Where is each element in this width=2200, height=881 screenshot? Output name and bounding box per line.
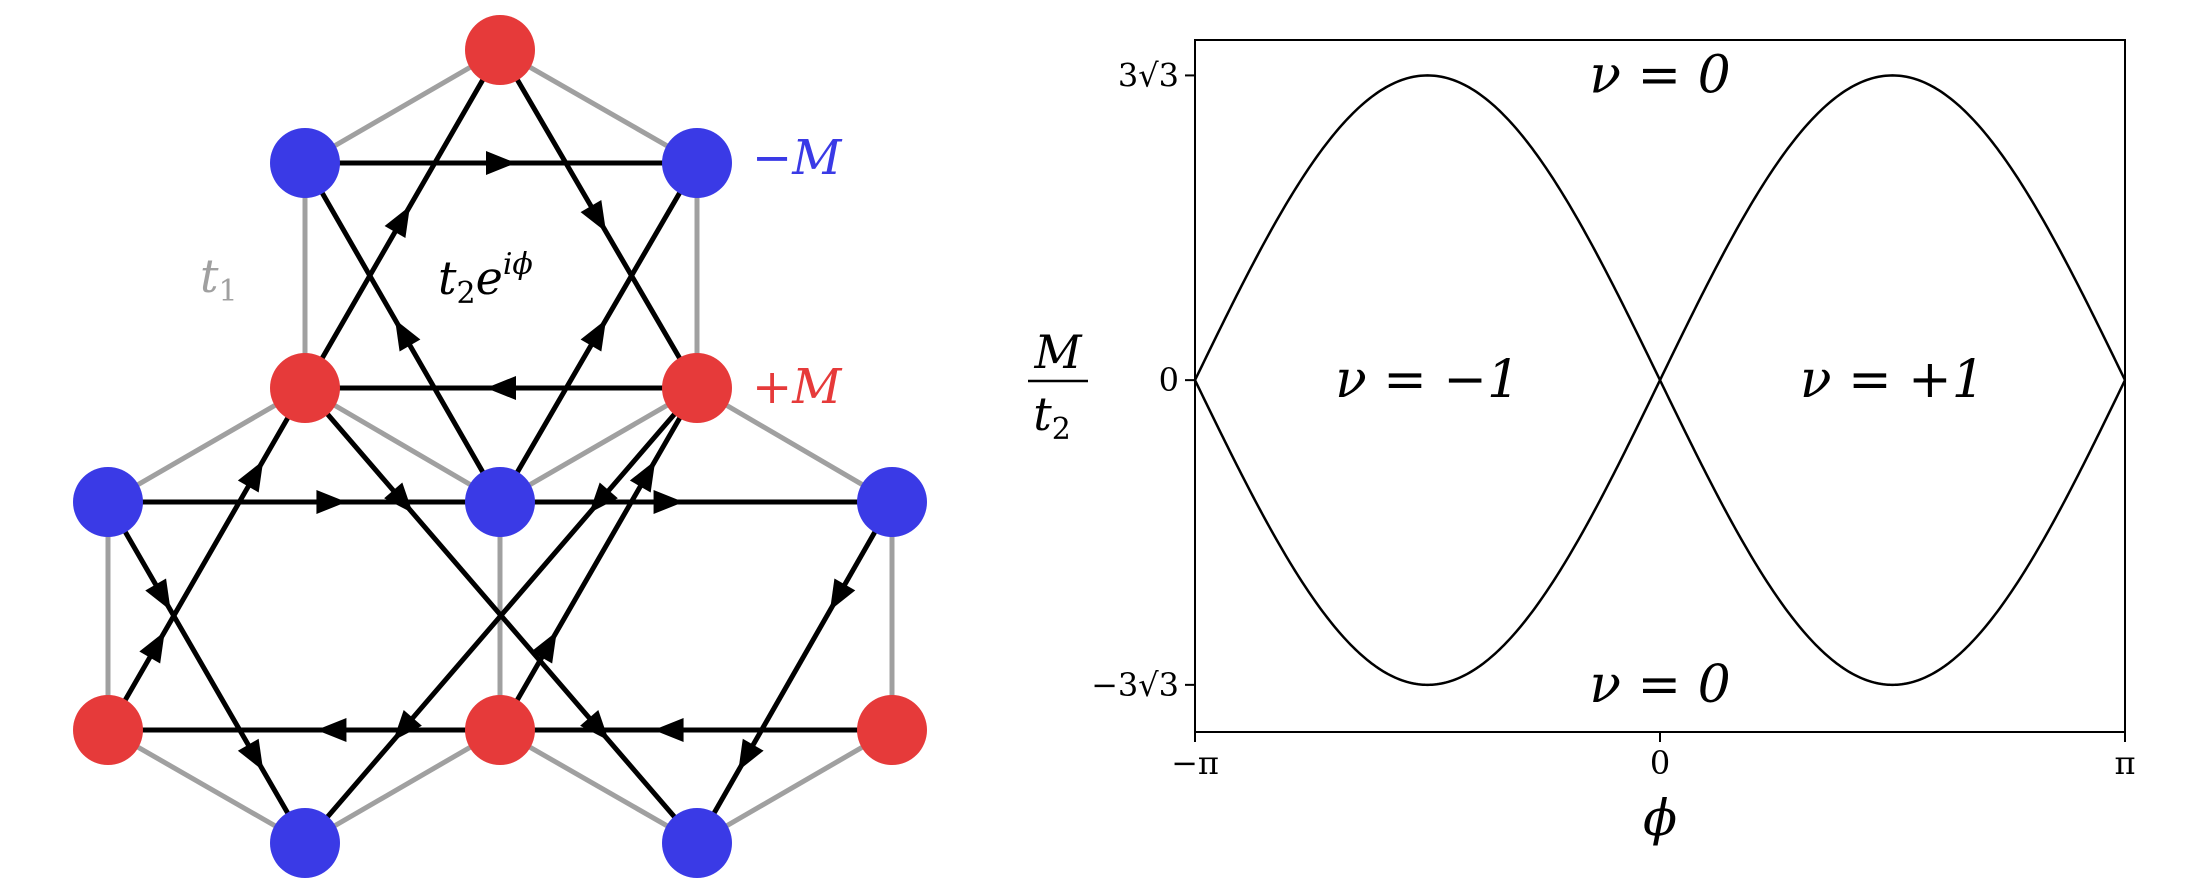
hopping-arrow — [580, 319, 607, 352]
hopping-arrow — [393, 710, 422, 741]
hopping-arrow — [237, 738, 264, 771]
nnn-bond — [497, 386, 700, 732]
plus-M-site — [465, 695, 535, 765]
hopping-arrow — [139, 631, 165, 664]
plus-M-site — [465, 15, 535, 85]
phase-region-labels: ν = 0 ν = −1 ν = +1 ν = 0 — [1335, 45, 1985, 714]
hopping-arrow — [316, 490, 347, 514]
y-tick-label: −3√3 — [1091, 666, 1179, 704]
x-tick-label: −π — [1171, 744, 1219, 782]
phase-region-label: ν = −1 — [1335, 350, 1520, 410]
kagome-lattice-diagram: t1 t2eiϕ −M +M — [73, 15, 927, 878]
nn-bond — [303, 385, 502, 505]
minus-M-site — [270, 808, 340, 878]
y-axis-label-numerator: M — [1033, 325, 1083, 379]
nn-bond — [303, 727, 502, 846]
phase-region-label: ν = 0 — [1589, 655, 1730, 715]
x-axis-label: ϕ — [1643, 789, 1677, 847]
plus-M-site — [73, 695, 143, 765]
hopping-arrow — [531, 631, 557, 664]
hopping-arrow — [237, 460, 264, 493]
hopping-arrow — [145, 578, 171, 611]
nnn-bond — [303, 386, 699, 845]
nn-bond — [695, 385, 894, 505]
plus-M-label: +M — [752, 359, 843, 415]
t2-phase-label: t2eiϕ — [438, 247, 533, 311]
phase-boundary-curve — [1193, 74, 2127, 687]
nn-bond — [498, 385, 699, 505]
nn-bond — [303, 47, 502, 166]
nn-bond — [106, 385, 307, 505]
hopping-arrow — [580, 710, 609, 741]
y-tick-label: 3√3 — [1118, 56, 1179, 94]
phase-region-label: ν = +1 — [1800, 350, 1985, 410]
hopping-arrow — [653, 490, 684, 514]
hopping-arrow — [395, 319, 421, 352]
hopping-arrow — [653, 718, 684, 742]
y-axis-ticks: 3√3 0 −3√3 — [1091, 56, 1195, 704]
y-tick-label: 0 — [1159, 361, 1179, 399]
y-axis-label-denominator: t2 — [1033, 387, 1071, 447]
hopping-arrow — [486, 151, 516, 175]
minus-M-site — [73, 467, 143, 537]
lattice-sites — [73, 15, 927, 878]
hopping-direction-arrows — [139, 151, 856, 771]
nnn-bond — [105, 386, 308, 732]
nnn-bond — [694, 500, 895, 845]
hopping-arrow — [629, 460, 656, 493]
minus-M-site — [465, 467, 535, 537]
plus-M-site — [857, 695, 927, 765]
minus-M-site — [662, 128, 732, 198]
hopping-arrow — [589, 482, 618, 514]
plus-M-site — [270, 353, 340, 423]
phase-boundary-curves — [1193, 74, 2127, 687]
minus-M-site — [662, 808, 732, 878]
nearest-neighbor-bonds — [105, 47, 895, 846]
x-tick-label: 0 — [1650, 744, 1670, 782]
nn-bond — [695, 727, 894, 846]
hopping-arrow — [384, 482, 413, 514]
phase-region-label: ν = 0 — [1589, 45, 1730, 105]
plus-M-site — [662, 353, 732, 423]
hopping-arrow — [580, 199, 607, 232]
t1-label: t1 — [200, 249, 238, 309]
hopping-arrow — [316, 718, 347, 742]
hopping-arrow — [738, 738, 764, 771]
nn-bond — [498, 727, 699, 846]
hopping-arrow — [829, 578, 856, 611]
x-tick-label: π — [2114, 744, 2135, 782]
minus-M-site — [270, 128, 340, 198]
nn-bond — [106, 727, 307, 846]
minus-M-site — [857, 467, 927, 537]
nnn-bond — [105, 500, 308, 845]
x-axis-ticks: −π 0 π — [1171, 732, 2136, 782]
nn-bond — [498, 47, 699, 166]
y-axis-label: M t2 — [1028, 325, 1088, 447]
hopping-arrow — [384, 206, 410, 238]
hopping-arrow — [486, 376, 516, 400]
phase-diagram-chart: −π 0 π 3√3 0 −3√3 ν = 0 ν = −1 ν = +1 ν = 0 ϕ M… — [1028, 39, 2136, 847]
minus-M-label: −M — [752, 130, 843, 186]
